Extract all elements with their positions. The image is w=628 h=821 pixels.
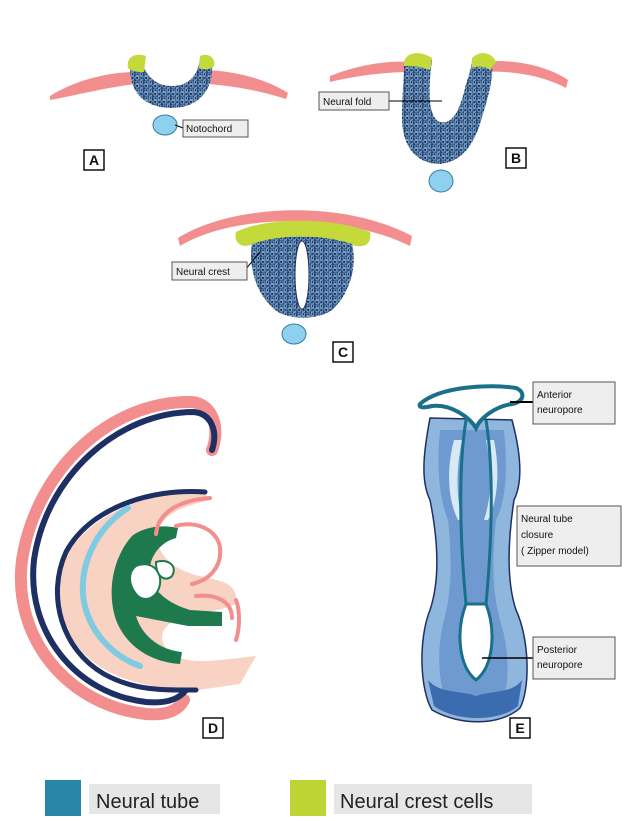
posterior-neuropore-callout-line2: neuropore [537,660,583,671]
ectoderm-left-a [50,72,136,100]
ectoderm-left-b [330,62,410,82]
panel-letter-c: C [338,344,348,360]
panel-letter-d: D [208,720,218,736]
neural-crest-a-right [199,55,214,70]
anterior-neuropore-callout-line1: Anterior [537,390,573,401]
panel-e: Anterior neuropore Neural tube closure (… [420,382,621,738]
neural-tube-wall-b [402,60,492,164]
panel-letter-a: A [89,152,99,168]
legend-label-neural-crest: Neural crest cells [340,791,493,813]
neural-crest-callout: Neural crest [176,267,230,278]
legend-swatch-neural-tube [45,780,81,816]
panel-letter-b: B [511,150,521,166]
posterior-neuropore-callout-line1: Posterior [537,645,578,656]
legend-label-neural-tube: Neural tube [96,791,199,813]
neural-canal-c [295,241,309,309]
panel-c: Neural crest C [172,210,412,362]
panel-d: D [21,402,256,738]
ectoderm-right-a [208,70,288,99]
notochord-a [153,115,177,135]
neural-fold-callout: Neural fold [323,97,371,108]
neural-crest-a-left [128,55,146,72]
posterior-neuropore-callout-box [533,637,615,679]
neural-tube-closure-callout-line2: closure [521,530,554,541]
anterior-neuropore-callout-box [533,382,615,424]
notochord-callout: Notochord [186,124,232,135]
notochord-c [282,324,306,344]
panel-a: Notochord A [50,55,288,170]
anterior-neuropore-callout-line2: neuropore [537,405,583,416]
legend-swatch-neural-crest [290,780,326,816]
neural-tube-closure-callout-line3: ( Zipper model) [521,546,589,557]
neural-tube-closure-callout-line1: Neural tube [521,514,573,525]
panel-b: Neural fold B [319,53,568,192]
notochord-b [429,170,453,192]
panel-letter-e: E [515,720,524,736]
legend: Neural tube Neural crest cells [45,780,532,816]
